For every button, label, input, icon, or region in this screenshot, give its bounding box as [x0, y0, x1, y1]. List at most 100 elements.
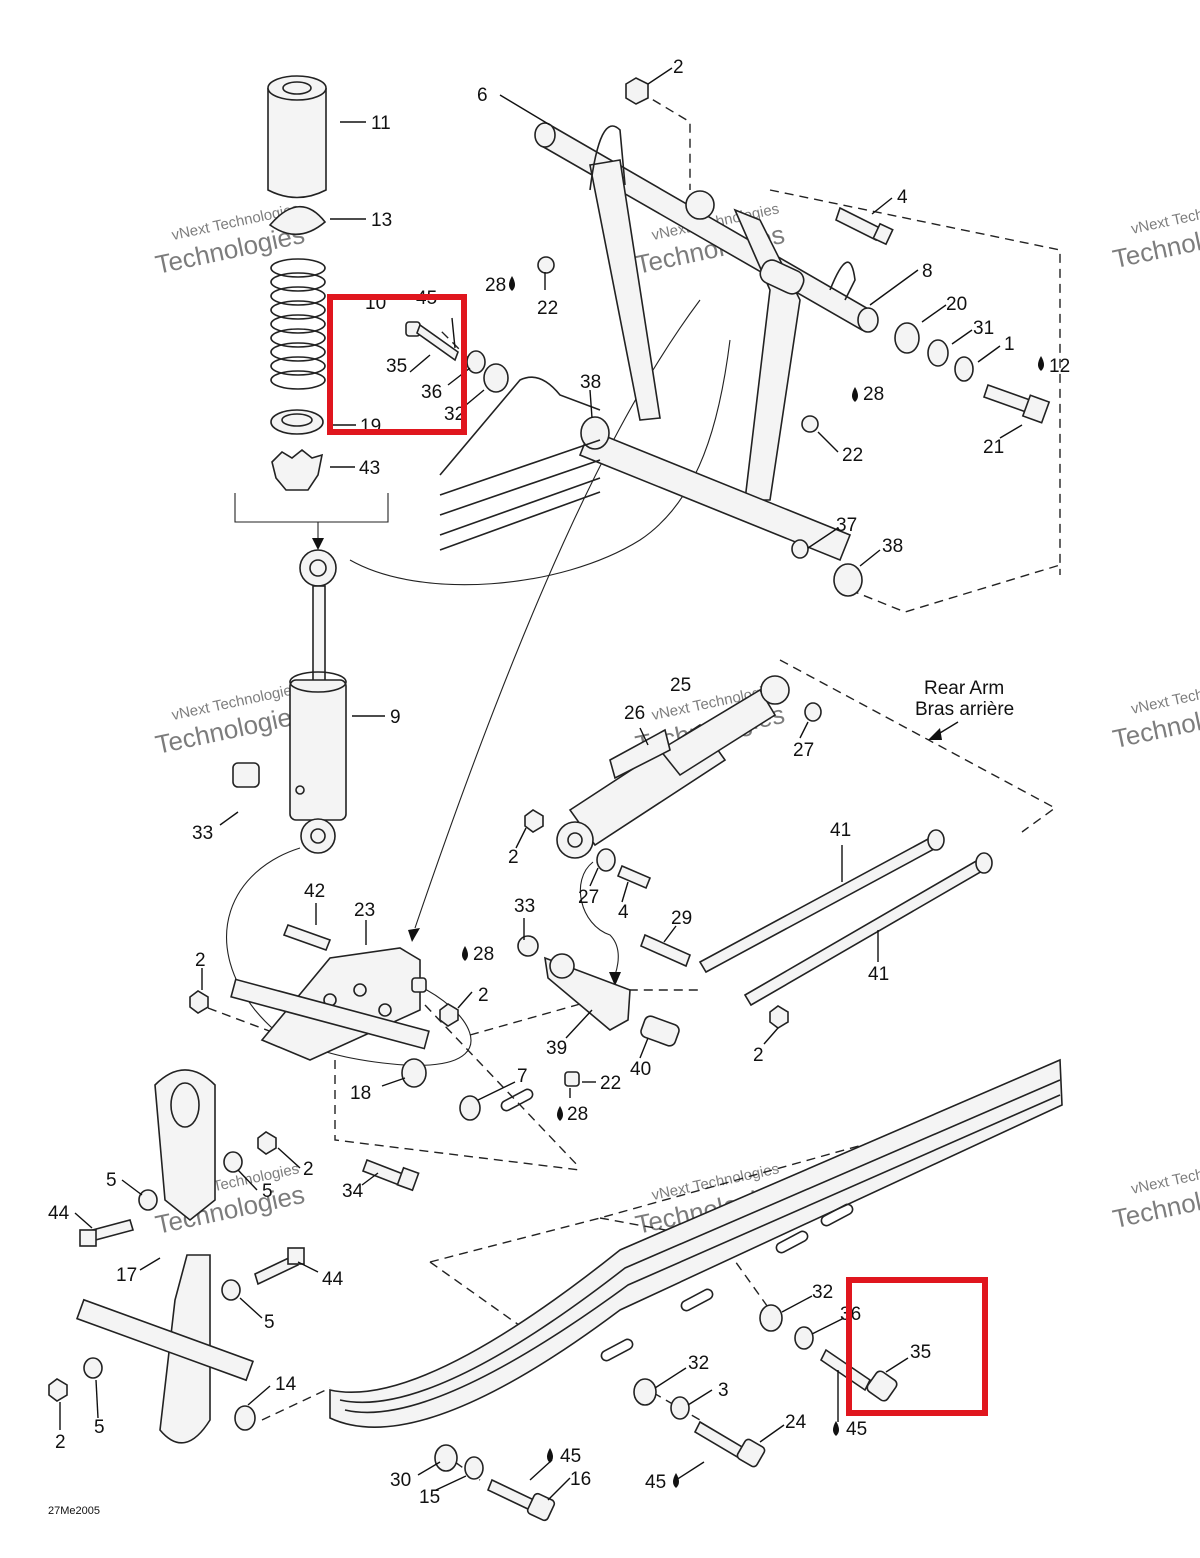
callout-number: 45 — [846, 1419, 867, 1440]
callout-number: 22 — [600, 1073, 621, 1094]
callout-number: 34 — [342, 1181, 364, 1202]
callout-number: 32 — [812, 1282, 833, 1303]
callout-number: 35 — [910, 1342, 931, 1363]
callout-number: 43 — [359, 458, 380, 479]
leader-lines — [59, 67, 1023, 1501]
callout-number: 32 — [688, 1353, 709, 1374]
front-arm-part — [534, 122, 879, 562]
callout-number: 25 — [670, 675, 691, 696]
oil-drop-icon — [852, 387, 858, 402]
callout-number: 35 — [386, 356, 407, 377]
callout-number: 27 — [793, 740, 814, 761]
oil-drop-icon — [673, 1473, 679, 1488]
callout-number: 5 — [262, 1181, 273, 1202]
callout-number: 36 — [421, 382, 442, 403]
callout-number: 29 — [671, 908, 692, 929]
callout-number: 33 — [514, 896, 535, 917]
callout-number: 38 — [580, 372, 601, 393]
callout-number: 28 — [863, 384, 884, 405]
idler-bracket-part — [189, 923, 459, 1088]
callout-number: 9 — [390, 707, 401, 728]
callout-number: 5 — [106, 1170, 117, 1191]
callout-number: 14 — [275, 1374, 297, 1395]
callout-number: 21 — [983, 437, 1004, 458]
rocker-link-part — [517, 935, 680, 1087]
callout-number: 4 — [618, 902, 629, 923]
callout-number: 2 — [753, 1045, 764, 1066]
rear-arm-label-fr: Bras arrière — [915, 699, 1014, 720]
spring-stopper-part — [268, 205, 327, 236]
callout-number: 11 — [371, 113, 391, 134]
callout-number: 27 — [578, 887, 599, 908]
oil-drop-icon — [833, 1421, 839, 1436]
oil-drop-icon — [509, 276, 515, 291]
callout-number: 31 — [973, 318, 994, 339]
callout-number: 41 — [868, 964, 889, 985]
callout-number: 28 — [485, 275, 506, 296]
callout-number: 38 — [882, 536, 903, 557]
callout-number: 23 — [354, 900, 375, 921]
callout-number: 1 — [1004, 334, 1015, 355]
callout-number: 5 — [264, 1312, 275, 1333]
callout-number: 2 — [195, 950, 206, 971]
front-arm-hardware — [537, 77, 1051, 597]
callout-number: 44 — [322, 1269, 344, 1290]
assembly-arrows — [226, 299, 731, 1066]
callout-number: 8 — [922, 261, 933, 282]
shock-boot-part — [267, 75, 327, 199]
oil-drop-icon — [557, 1106, 563, 1121]
callout-number: 18 — [350, 1083, 371, 1104]
callout-number: 22 — [537, 298, 558, 319]
rear-arm-label: Rear Arm Bras arrière — [915, 678, 1014, 740]
callout-number: 45 — [645, 1472, 666, 1493]
callout-number: 22 — [842, 445, 863, 466]
callout-number: 20 — [946, 294, 967, 315]
callout-number: 28 — [567, 1104, 588, 1125]
rear-shock-part — [524, 675, 822, 890]
upper-runner-fragment — [439, 376, 601, 551]
oil-drop-icon — [462, 946, 468, 961]
callout-number: 26 — [624, 703, 645, 724]
drawing-code: 27Me2005 — [48, 1505, 100, 1517]
slide-rail-part — [329, 1058, 1063, 1428]
rear-arm-label-en: Rear Arm — [924, 678, 1004, 699]
cross-rods-part — [639, 829, 993, 1029]
callout-number: 41 — [830, 820, 851, 841]
callout-number: 28 — [473, 944, 494, 965]
spacer-33-part — [232, 762, 260, 788]
coil-spring-part — [270, 258, 326, 390]
callout-number: 3 — [718, 1380, 729, 1401]
callout-number: 13 — [371, 210, 392, 231]
callout-number: 37 — [836, 515, 857, 536]
callout-number: 4 — [897, 187, 908, 208]
callout-number: 2 — [673, 57, 684, 78]
callout-number: 40 — [630, 1059, 651, 1080]
callout-number: 7 — [517, 1066, 528, 1087]
rail-hardware — [434, 1304, 898, 1522]
callout-number: 39 — [546, 1038, 567, 1059]
adjuster-ring-part — [271, 448, 324, 491]
callout-number: 6 — [477, 85, 488, 106]
callout-number: 15 — [419, 1487, 440, 1508]
callout-number: 17 — [116, 1265, 137, 1286]
callout-number: 42 — [304, 881, 325, 902]
shock-absorber-part — [289, 549, 347, 854]
highlight-box-upper — [327, 294, 467, 435]
highlight-box-lower — [846, 1277, 988, 1416]
callout-number: 5 — [94, 1417, 105, 1438]
callout-number: 16 — [570, 1469, 591, 1490]
callout-number: 2 — [508, 847, 519, 868]
front-hanger-part — [48, 1069, 305, 1444]
callout-number: 2 — [303, 1159, 314, 1180]
spring-seat-part — [270, 409, 324, 435]
callout-number: 32 — [444, 404, 465, 425]
lower-hardware — [361, 1095, 481, 1192]
callout-number: 44 — [48, 1203, 70, 1224]
callout-number: 2 — [55, 1432, 66, 1453]
callout-number: 12 — [1049, 356, 1070, 377]
oil-drop-icon — [1038, 356, 1044, 371]
callout-number: 33 — [192, 823, 213, 844]
callout-number: 45 — [560, 1446, 581, 1467]
callout-number: 30 — [390, 1470, 411, 1491]
